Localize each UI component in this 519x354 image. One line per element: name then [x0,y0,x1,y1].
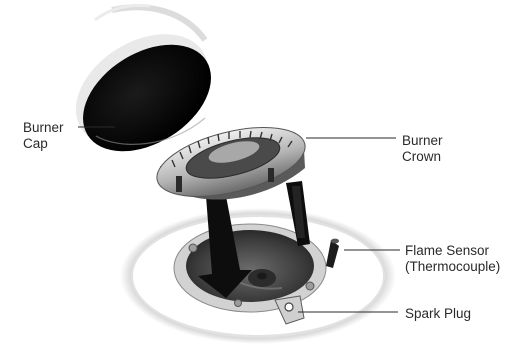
label-burner-cap-line2: Cap [23,136,64,152]
label-burner-crown-line2: Crown [402,149,443,165]
label-burner-crown: Burner Crown [402,133,443,165]
label-flame-sensor-line1: Flame Sensor [405,243,500,259]
background-ring [95,6,205,40]
label-spark-plug: Spark Plug [405,306,471,322]
label-burner-crown-line1: Burner [402,133,443,149]
label-burner-cap: Burner Cap [23,120,64,152]
label-spark-plug-line1: Spark Plug [405,306,471,322]
label-burner-cap-line1: Burner [23,120,64,136]
label-flame-sensor-line2: (Thermocouple) [405,259,500,275]
label-flame-sensor: Flame Sensor (Thermocouple) [405,243,500,275]
